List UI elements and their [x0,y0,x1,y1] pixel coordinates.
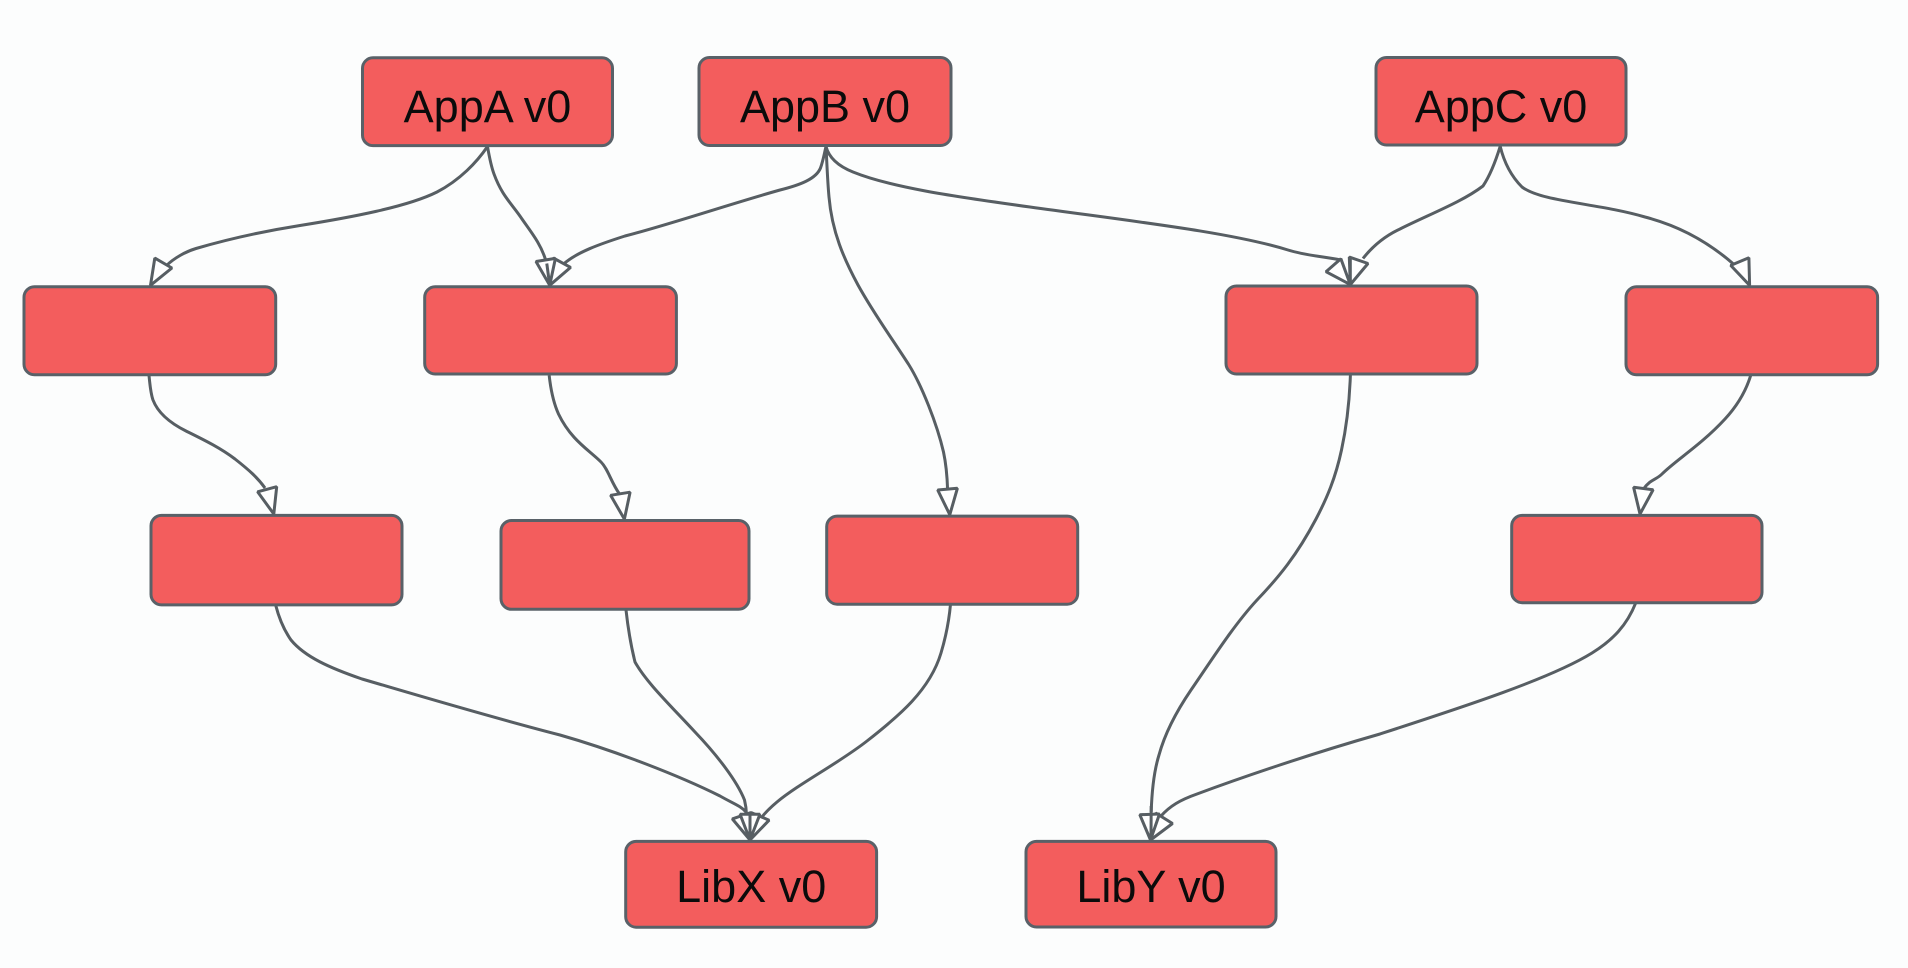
svg-text:AppC v0: AppC v0 [1415,81,1588,132]
svg-text:LibX v0: LibX v0 [676,861,826,912]
svg-text:LibY v0: LibY v0 [1076,861,1225,912]
svg-text:AppA v0: AppA v0 [404,81,572,132]
svg-text:AppB v0: AppB v0 [740,81,910,132]
